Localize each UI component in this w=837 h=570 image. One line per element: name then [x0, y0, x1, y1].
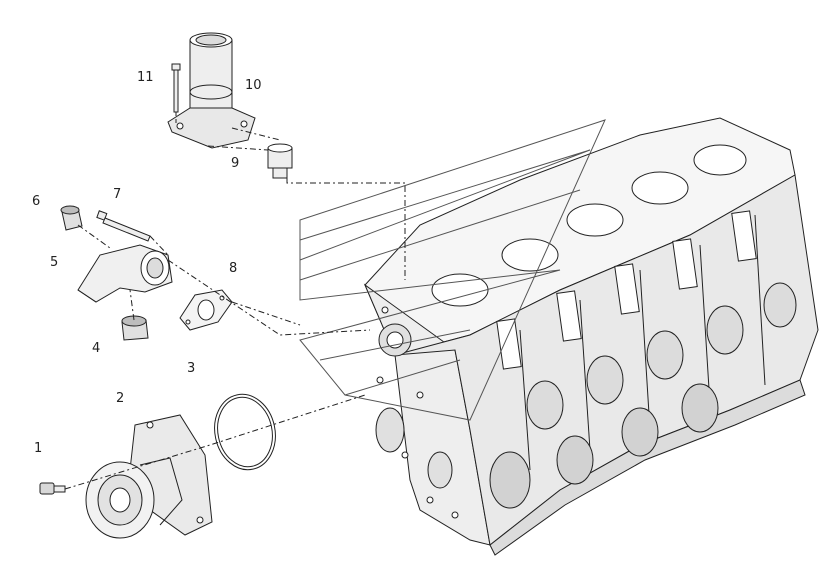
callout-5: 5	[50, 255, 58, 270]
callout-2: 2	[116, 391, 124, 406]
callout-11: 11	[137, 70, 154, 85]
part-4-plug	[121, 315, 149, 341]
part-10-tube	[167, 32, 256, 149]
callout-6: 6	[32, 194, 40, 209]
part-8-gasket	[179, 289, 233, 331]
part-2-water-pump	[85, 414, 213, 539]
part-9-sensor	[267, 143, 293, 179]
callout-7: 7	[113, 187, 121, 202]
engine-block	[363, 117, 819, 556]
part-1-bolt	[39, 482, 66, 495]
callout-9: 9	[231, 156, 239, 171]
callout-1: 1	[34, 441, 42, 456]
part-3-o-ring	[214, 393, 276, 471]
callout-3: 3	[187, 361, 195, 376]
part-7-bolt	[96, 210, 151, 242]
callout-4: 4	[92, 341, 100, 356]
part-6-plug	[60, 205, 83, 231]
part-5-elbow-housing	[77, 244, 173, 303]
callout-10: 10	[245, 78, 262, 93]
assembly-lines	[64, 127, 406, 490]
callouts: 1 2 3 4 5 6 7 8 9 10 11	[32, 70, 262, 456]
part-11-bolt	[171, 63, 181, 113]
watermark-arrows	[299, 119, 606, 421]
callout-8: 8	[229, 261, 237, 276]
